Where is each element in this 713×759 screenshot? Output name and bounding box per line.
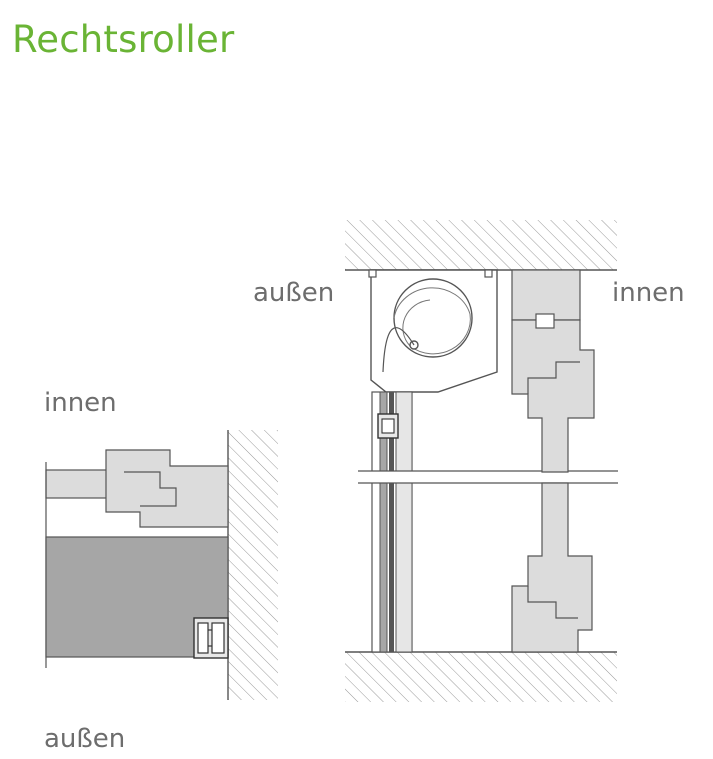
label-outside-right: außen bbox=[253, 278, 335, 308]
vertical-section bbox=[345, 220, 618, 702]
lintel-hatch bbox=[345, 220, 617, 270]
housing-screw-left bbox=[368, 269, 377, 278]
label-outside-left: außen bbox=[44, 724, 126, 754]
guide-rail-vertical bbox=[371, 391, 413, 653]
label-inside-right: innen bbox=[612, 278, 685, 308]
horizontal-section bbox=[45, 430, 278, 700]
window-frame-lower bbox=[511, 482, 593, 653]
wall-hatch-left bbox=[228, 430, 278, 700]
shutter-box-horizontal bbox=[45, 536, 229, 658]
break-lines bbox=[358, 470, 618, 484]
sill-hatch bbox=[345, 652, 617, 702]
housing-screw-right bbox=[484, 269, 493, 278]
frame-profile-step-detail bbox=[124, 471, 177, 507]
guide-rail-detail bbox=[193, 617, 229, 659]
label-inside-left: innen bbox=[44, 388, 117, 418]
window-frame-upper bbox=[511, 269, 595, 473]
page-title: Rechtsroller bbox=[12, 18, 235, 61]
rolled-curtain bbox=[382, 278, 473, 373]
